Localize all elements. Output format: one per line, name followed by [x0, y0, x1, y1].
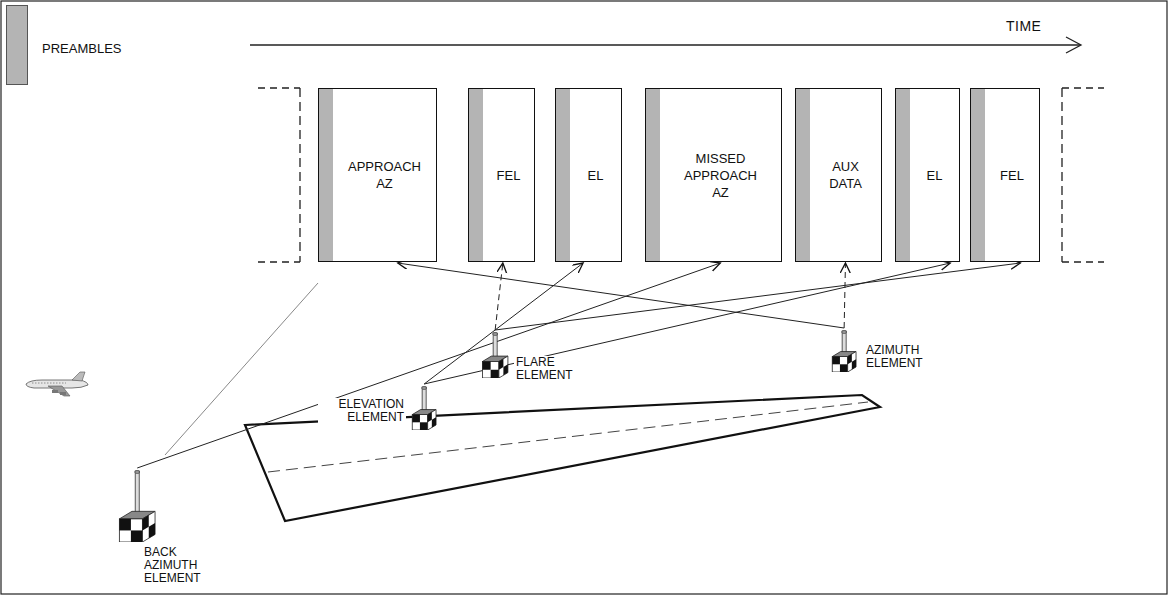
partial-slot [258, 88, 1104, 262]
element-label: AZIMUTH ELEMENT [864, 344, 940, 370]
signal-line [424, 263, 950, 384]
slot-label: EL [576, 167, 616, 184]
ground-element: FLARE ELEMENT [480, 332, 600, 394]
signal-slot: EL [895, 88, 960, 262]
slot-label: EL [915, 167, 955, 184]
slot-label: FEL [489, 167, 529, 184]
runway [245, 395, 880, 521]
signal-slot: FEL [970, 88, 1040, 262]
signal-line [495, 263, 1020, 330]
beam-edge [165, 283, 318, 455]
legend-swatch [6, 5, 28, 85]
signal-line [844, 263, 845, 328]
antenna-icon [480, 332, 510, 378]
signal-line [424, 263, 583, 384]
element-label: ELEVATION ELEMENT [318, 398, 406, 424]
signal-slot: MISSED APPROACH AZ [645, 88, 782, 262]
ground-element: ELEVATION ELEMENT [318, 386, 440, 438]
ground-element: BACK AZIMUTH ELEMENT [116, 470, 236, 592]
signal-line [137, 263, 720, 468]
preamble-bar [646, 89, 660, 261]
time-arrow [250, 37, 1081, 53]
preamble-bar [556, 89, 570, 261]
element-label: FLARE ELEMENT [514, 356, 580, 382]
airplane [26, 372, 88, 396]
ground-element: AZIMUTH ELEMENT [830, 330, 960, 386]
signal-line [495, 263, 503, 330]
slot-label: FEL [992, 167, 1032, 184]
signal-line [398, 263, 844, 328]
slot-label: MISSED APPROACH AZ [679, 150, 763, 201]
signal-slot: EL [555, 88, 622, 262]
slot-label: AUX DATA [820, 158, 872, 192]
slot-label: APPROACH AZ [345, 158, 425, 192]
signal-slot: APPROACH AZ [318, 88, 437, 262]
preamble-bar [796, 89, 810, 261]
antenna-icon [116, 470, 158, 542]
signal-slot: AUX DATA [795, 88, 882, 262]
antenna-icon [410, 386, 438, 430]
legend-text: PREAMBLES [42, 41, 121, 56]
preamble-bar [469, 89, 483, 261]
signal-slot: FEL [468, 88, 535, 262]
preamble-bar [319, 89, 333, 261]
axis-label: TIME [1006, 18, 1041, 34]
antenna-icon [830, 330, 858, 372]
preamble-bar [896, 89, 910, 261]
element-label: BACK AZIMUTH ELEMENT [142, 546, 226, 585]
preamble-bar [971, 89, 985, 261]
